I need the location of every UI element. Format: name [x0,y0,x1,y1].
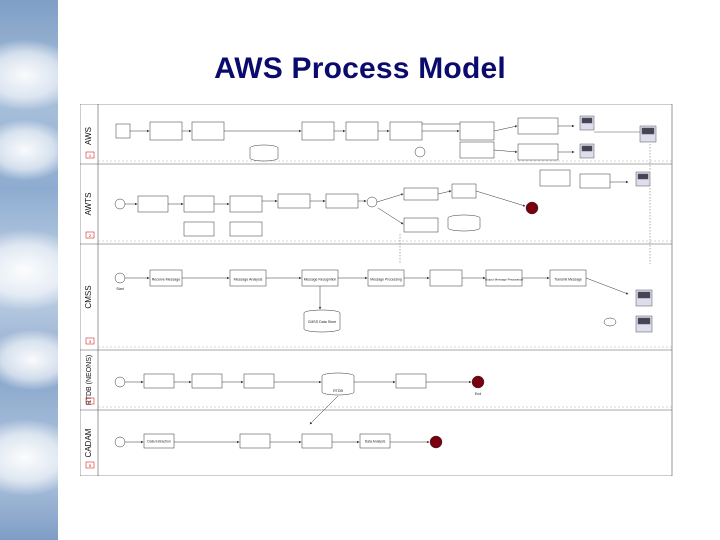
node-label-recognition: Message Recognition [304,278,337,282]
lane-number-5: 5 [89,463,92,468]
lane-label-cmss: CMSS [84,285,93,308]
node-label-cmss-store: CMSS Data Store [308,320,337,324]
node-label-end3: End [475,392,481,396]
node-label-analysis: Message Analysis [234,278,263,282]
node-label-rtdb: RTDB [333,389,343,393]
node-label-data-analysis: Data Analysis [365,440,386,444]
lane-label-awts: AWTS [84,193,93,216]
sky-background [0,0,58,540]
node-label-processing: Message Processing [370,278,402,282]
page-title: AWS Process Model [214,52,506,85]
node-label-start3: Start [116,287,124,291]
node-label-transmit: Transmit Message [554,278,582,282]
node-label-data-extraction: Data Extraction [147,440,170,444]
lane-number-2: 2 [89,233,92,238]
lane-number-3: 3 [89,339,92,344]
lane-label-aws: AWS [84,127,93,145]
process-diagram: AWS AWTS CMSS RTDB (NEONS) CADAM 1 2 3 4… [80,104,673,476]
node-label-output: Output Message Preparation [485,278,524,282]
lane-number-4: 4 [89,399,92,404]
lane-number-1: 1 [89,153,92,158]
lane-label-rtdb: RTDB (NEONS) [86,355,93,405]
node-label-receive: Receive Message [152,278,181,282]
lane-label-cadam: CADAM [84,428,93,457]
